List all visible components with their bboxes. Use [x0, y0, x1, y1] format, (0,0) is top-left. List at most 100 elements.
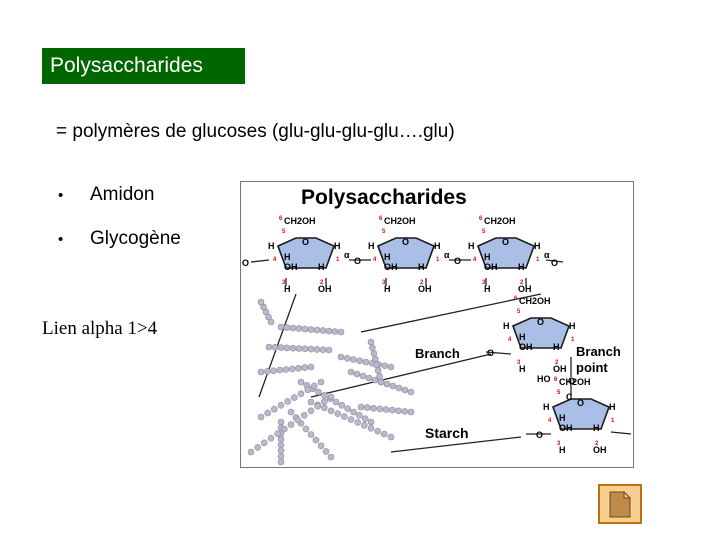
- starch-bead: [260, 439, 268, 447]
- starch-bead: [301, 345, 309, 353]
- starch-bead: [347, 416, 355, 423]
- hydrogen-label: H: [484, 284, 491, 294]
- starch-bead: [270, 405, 278, 413]
- starch-bead: [297, 378, 305, 386]
- starch-bead: [369, 344, 376, 351]
- starch-bead: [277, 458, 285, 466]
- starch-bead: [407, 388, 415, 396]
- starch-bead: [373, 361, 380, 369]
- starch-bead: [277, 418, 285, 426]
- starch-beads: [247, 298, 415, 466]
- starch-bead: [304, 386, 311, 394]
- starch-bead: [277, 452, 285, 460]
- starch-bead: [264, 409, 272, 417]
- starch-bead: [271, 344, 279, 351]
- starch-bead: [401, 386, 409, 394]
- hydroxyl-label: OH: [553, 364, 567, 374]
- starch-bead: [294, 416, 302, 424]
- starch-bead: [344, 405, 351, 412]
- carbon-number: 6: [379, 216, 383, 222]
- starch-bead: [374, 367, 382, 374]
- starch-bead: [265, 343, 273, 351]
- starch-bead: [376, 373, 383, 380]
- starch-bead: [344, 355, 351, 362]
- hydrogen-label: H: [553, 342, 560, 352]
- starch-bead: [374, 427, 381, 435]
- alpha-label: α: [544, 250, 550, 260]
- starch-bead: [332, 398, 340, 406]
- starch-bead: [277, 441, 285, 449]
- starch-bead: [307, 407, 315, 415]
- starch-bead: [364, 404, 371, 411]
- starch-bead: [389, 382, 397, 390]
- carbon-number: 1: [611, 418, 615, 424]
- starch-bead: [307, 326, 315, 333]
- starch-bead: [350, 356, 357, 363]
- starch-bead: [263, 368, 271, 375]
- carbon-number: 3: [517, 360, 521, 366]
- branch-point-label-1: Branch: [576, 344, 621, 359]
- carbon-number: 6: [279, 216, 283, 222]
- starch-bead: [319, 327, 327, 334]
- oxygen-label: O: [551, 258, 558, 268]
- starch-bead: [295, 325, 303, 332]
- document-icon[interactable]: [598, 484, 642, 524]
- starch-bead: [325, 346, 333, 354]
- hydroxyl-label: OH: [418, 284, 432, 294]
- starch-bead: [283, 344, 291, 352]
- starch-label: Starch: [425, 425, 469, 441]
- starch-bead: [307, 345, 315, 353]
- hydrogen-label: H: [559, 445, 566, 455]
- starch-bead: [313, 326, 321, 334]
- starch-bead: [282, 366, 290, 373]
- starch-bead: [295, 345, 303, 352]
- hydrogen-label: H: [519, 332, 526, 342]
- starch-bead: [317, 378, 325, 386]
- hydroxyl-label: OH: [384, 262, 398, 272]
- starch-bead: [267, 434, 275, 442]
- starch-bead: [297, 390, 305, 397]
- starch-bead: [289, 324, 297, 332]
- carbon-number: 2: [420, 280, 424, 286]
- oxygen-label: O: [454, 256, 461, 266]
- carbon-number: 4: [473, 257, 477, 263]
- hydrogen-label: H: [543, 402, 550, 412]
- starch-bead: [327, 453, 335, 461]
- carbon-number: 1: [336, 257, 340, 263]
- starch-bead: [254, 444, 262, 451]
- oxygen-label: O: [354, 256, 361, 266]
- ch2oh-label: CH2OH: [384, 216, 416, 226]
- oxygen-label: O: [242, 258, 249, 268]
- bullet-text: Glycogène: [90, 228, 181, 249]
- starch-bead: [387, 433, 395, 441]
- bullet-dot: •: [58, 231, 64, 248]
- alpha-link-note: Lien alpha 1>4: [42, 318, 158, 339]
- hydrogen-label: H: [559, 413, 566, 423]
- starch-bead: [327, 393, 335, 401]
- starch-bead: [315, 388, 322, 396]
- hydroxyl-label: OH: [518, 284, 532, 294]
- starch-bead: [401, 408, 409, 415]
- carbon-number: 2: [520, 280, 524, 286]
- starch-bead: [376, 405, 384, 413]
- hydroxyl-label: HO: [537, 374, 551, 384]
- starch-bead: [365, 374, 373, 382]
- starch-bead: [353, 370, 361, 378]
- starch-bead: [247, 448, 255, 456]
- hydrogen-label: H: [384, 252, 391, 262]
- hydrogen-label: H: [534, 241, 541, 251]
- starch-bead: [327, 407, 335, 415]
- carbon-number: 2: [595, 441, 599, 447]
- carbon-number: 3: [382, 280, 386, 286]
- hydrogen-label: H: [484, 252, 491, 262]
- hydrogen-label: H: [434, 241, 441, 251]
- starch-bead: [277, 447, 285, 454]
- hydrogen-label: H: [418, 262, 425, 272]
- ch2oh-label: CH2OH: [484, 216, 516, 226]
- hydroxyl-label: OH: [559, 423, 573, 433]
- starch-bead: [287, 408, 295, 416]
- hydrogen-label: H: [519, 364, 526, 374]
- alpha-label: α: [344, 250, 350, 260]
